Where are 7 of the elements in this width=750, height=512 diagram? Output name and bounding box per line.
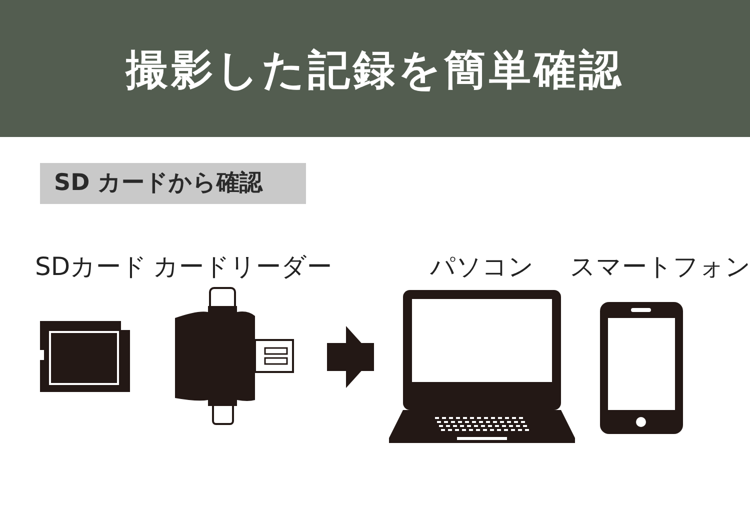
block-arrow [327, 326, 374, 388]
device-label: スマートフォン [570, 251, 750, 283]
section-heading: SD カードから確認 [40, 163, 306, 204]
title: 撮影した記録を簡単確認 [124, 44, 625, 96]
device-label: カードリーダー [153, 251, 332, 283]
device-label: パソコン [430, 251, 534, 283]
device-label: SDカード [35, 251, 148, 283]
